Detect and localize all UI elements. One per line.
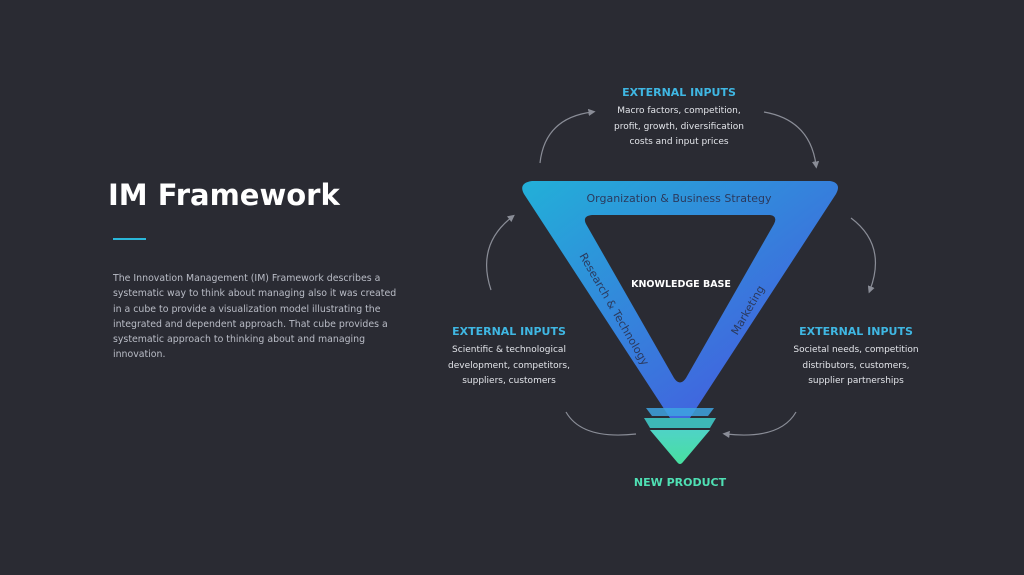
arrow-left-upper xyxy=(485,214,515,291)
arrow-top-right xyxy=(763,111,820,169)
external-inputs-line: Scientific & technological xyxy=(452,345,566,355)
external-inputs-line: costs and input prices xyxy=(629,137,729,147)
external-inputs-line: suppliers, customers xyxy=(462,376,556,386)
external-inputs-right: EXTERNAL INPUTS Societal needs, competit… xyxy=(786,325,926,390)
external-inputs-line: distributors, customers, xyxy=(802,360,910,371)
title-underline xyxy=(113,238,146,240)
output-arrow xyxy=(644,408,716,464)
arrow-top-left xyxy=(539,108,596,164)
arrow-right-lower xyxy=(722,411,797,438)
description-text: The Innovation Management (IM) Framework… xyxy=(113,273,397,361)
external-inputs-line: Macro factors, competition, xyxy=(617,106,741,116)
external-inputs-line: supplier partnerships xyxy=(808,376,904,386)
side-label-top: Organization & Business Strategy xyxy=(586,192,772,205)
arrow-right-upper xyxy=(850,217,877,294)
new-product-label: NEW PRODUCT xyxy=(633,476,727,489)
external-inputs-heading: EXTERNAL INPUTS xyxy=(799,325,913,338)
external-inputs-top: EXTERNAL INPUTS Macro factors, competiti… xyxy=(589,86,769,151)
side-label-left: Research & Technology xyxy=(576,251,651,368)
external-inputs-line: Societal needs, competition xyxy=(793,345,919,355)
external-inputs-heading: EXTERNAL INPUTS xyxy=(452,325,566,338)
framework-triangle xyxy=(522,181,838,418)
external-inputs-line: development, competitors, xyxy=(448,360,570,371)
external-inputs-left: EXTERNAL INPUTS Scientific & technologic… xyxy=(439,325,579,390)
center-label: KNOWLEDGE BASE xyxy=(631,279,731,290)
page-title: IM Framework xyxy=(108,178,340,212)
external-inputs-heading: EXTERNAL INPUTS xyxy=(622,86,736,99)
arrow-left-lower xyxy=(565,411,637,436)
input-arrows xyxy=(485,108,877,438)
external-inputs-line: profit, growth, diversification xyxy=(613,121,745,132)
